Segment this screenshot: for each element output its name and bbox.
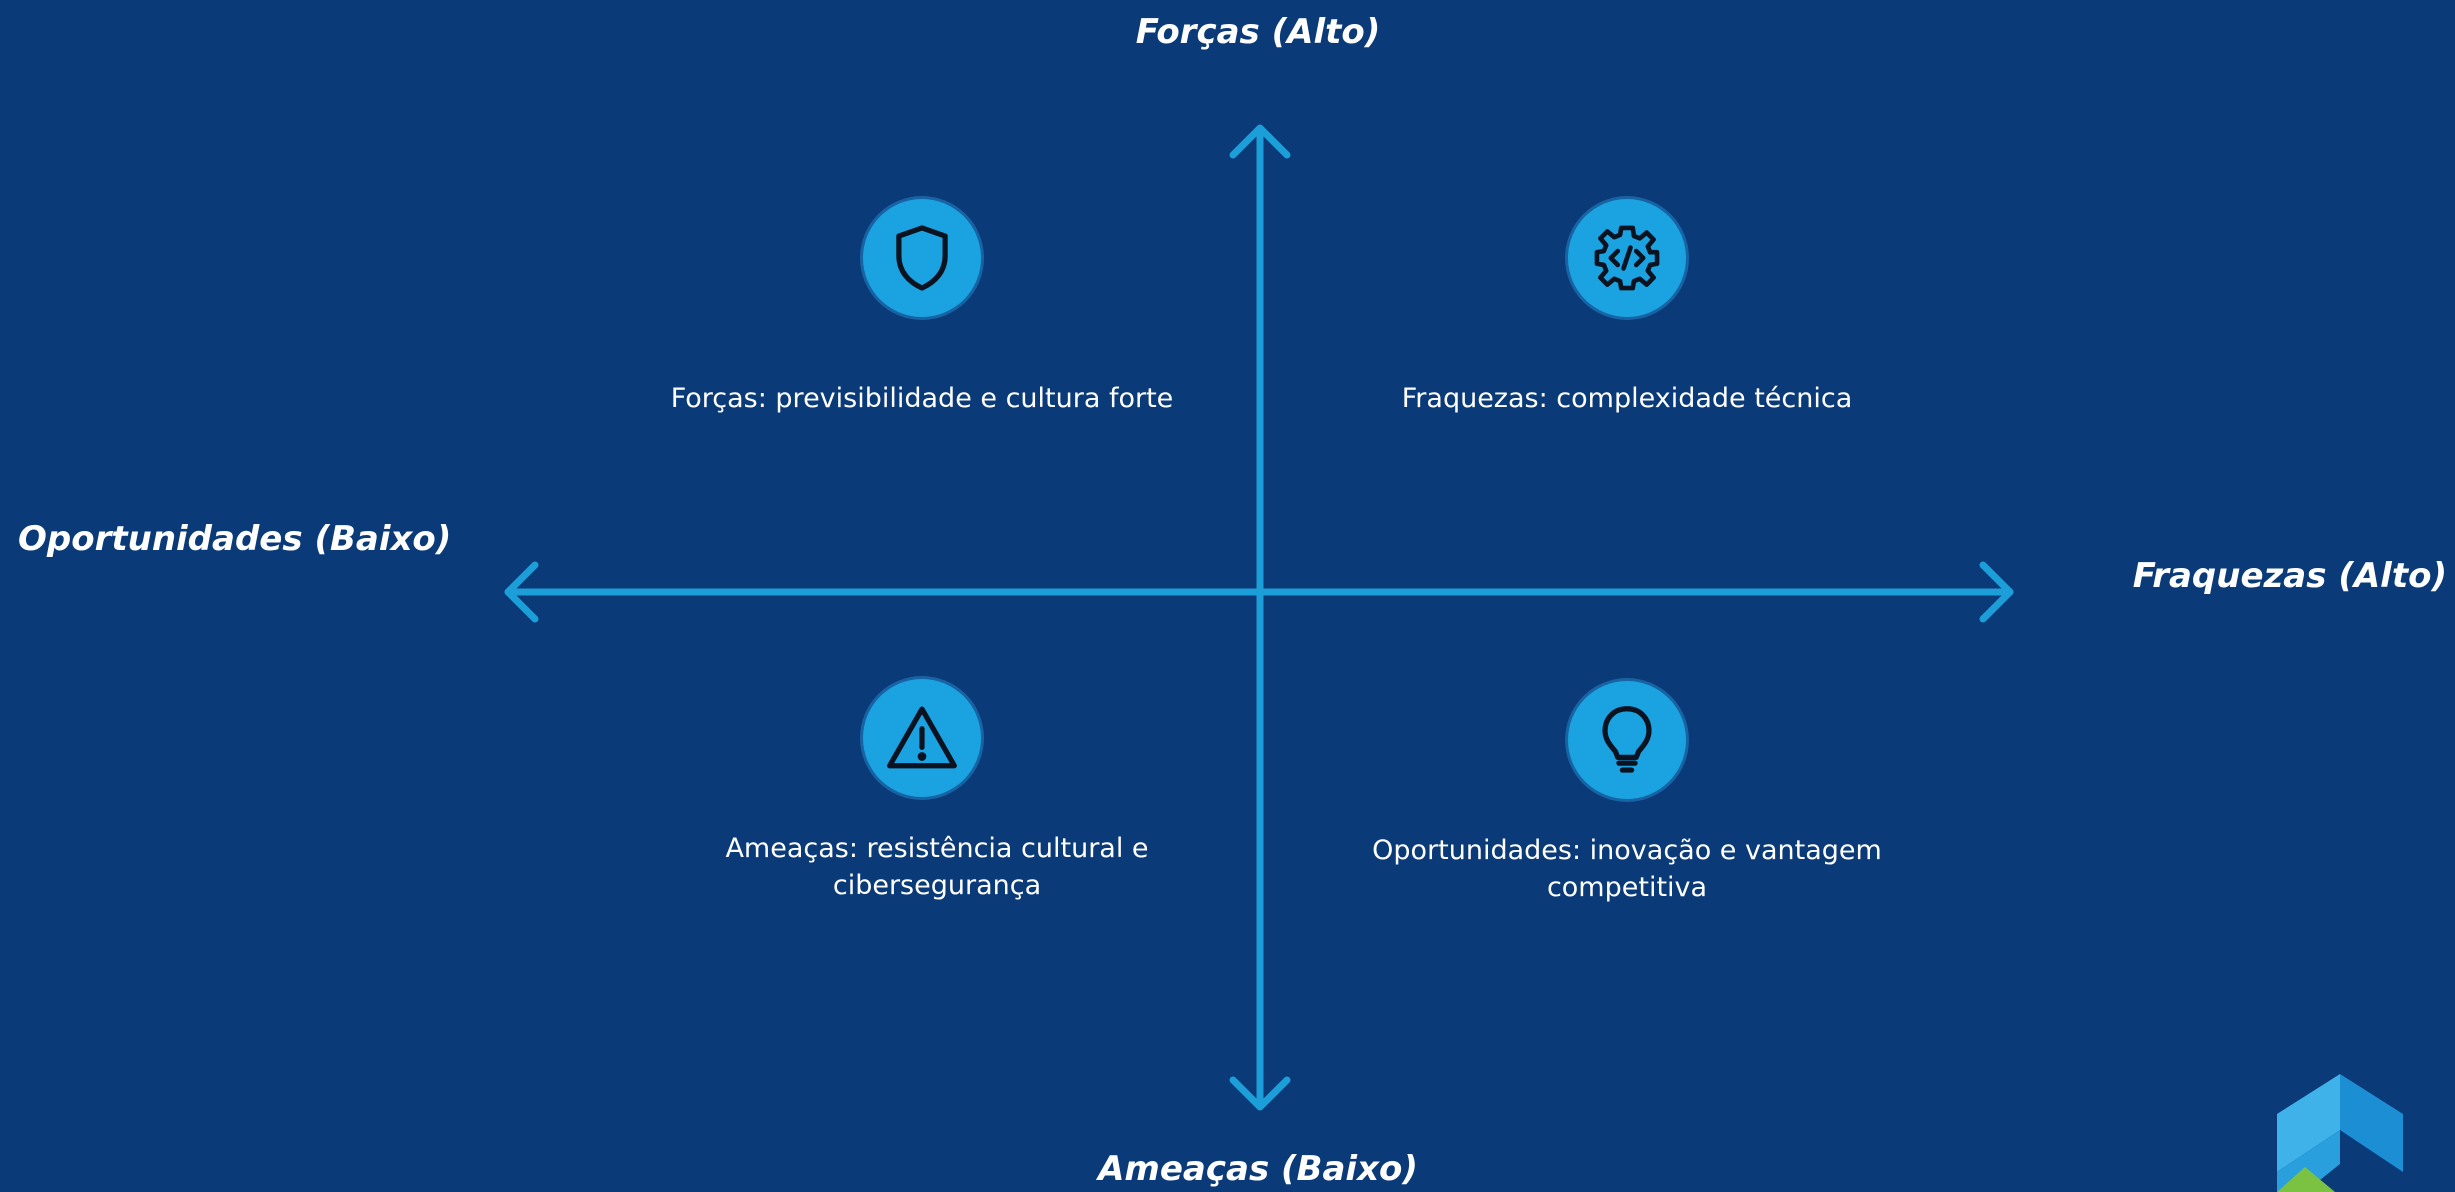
lightbulb-icon <box>1602 706 1652 773</box>
arrow-left-icon <box>504 561 539 623</box>
arrow-down-icon <box>1229 1076 1291 1111</box>
gear-code-icon <box>1594 225 1660 291</box>
forcas-icon-circle <box>863 199 981 317</box>
fraquezas-text: Fraquezas: complexidade técnica <box>1401 383 1853 414</box>
forcas-text: Forças: previsibilidade e cultura forte <box>670 383 1174 414</box>
axis-label-right: Fraquezas (Alto) <box>2132 556 2447 596</box>
axis-label-top: Forças (Alto) <box>1135 12 1381 52</box>
oportunidades-text: Oportunidades: inovação e vantagem compe… <box>1372 835 1882 903</box>
shield-icon <box>896 225 948 291</box>
arrow-right-icon <box>1979 561 2014 623</box>
axis-label-bottom: Ameaças (Baixo) <box>1098 1149 1418 1189</box>
fraquezas-icon-circle <box>1568 199 1686 317</box>
ameacas-text: Ameaças: resistência cultural e ciberseg… <box>725 833 1149 901</box>
arrow-up-icon <box>1229 124 1291 159</box>
brand-logo-icon <box>2277 1074 2403 1192</box>
warning-triangle-icon <box>887 706 957 769</box>
axis-label-left: Oportunidades (Baixo) <box>18 519 452 559</box>
ameacas-icon-circle <box>863 679 981 797</box>
oportunidades-icon-circle <box>1568 681 1686 799</box>
